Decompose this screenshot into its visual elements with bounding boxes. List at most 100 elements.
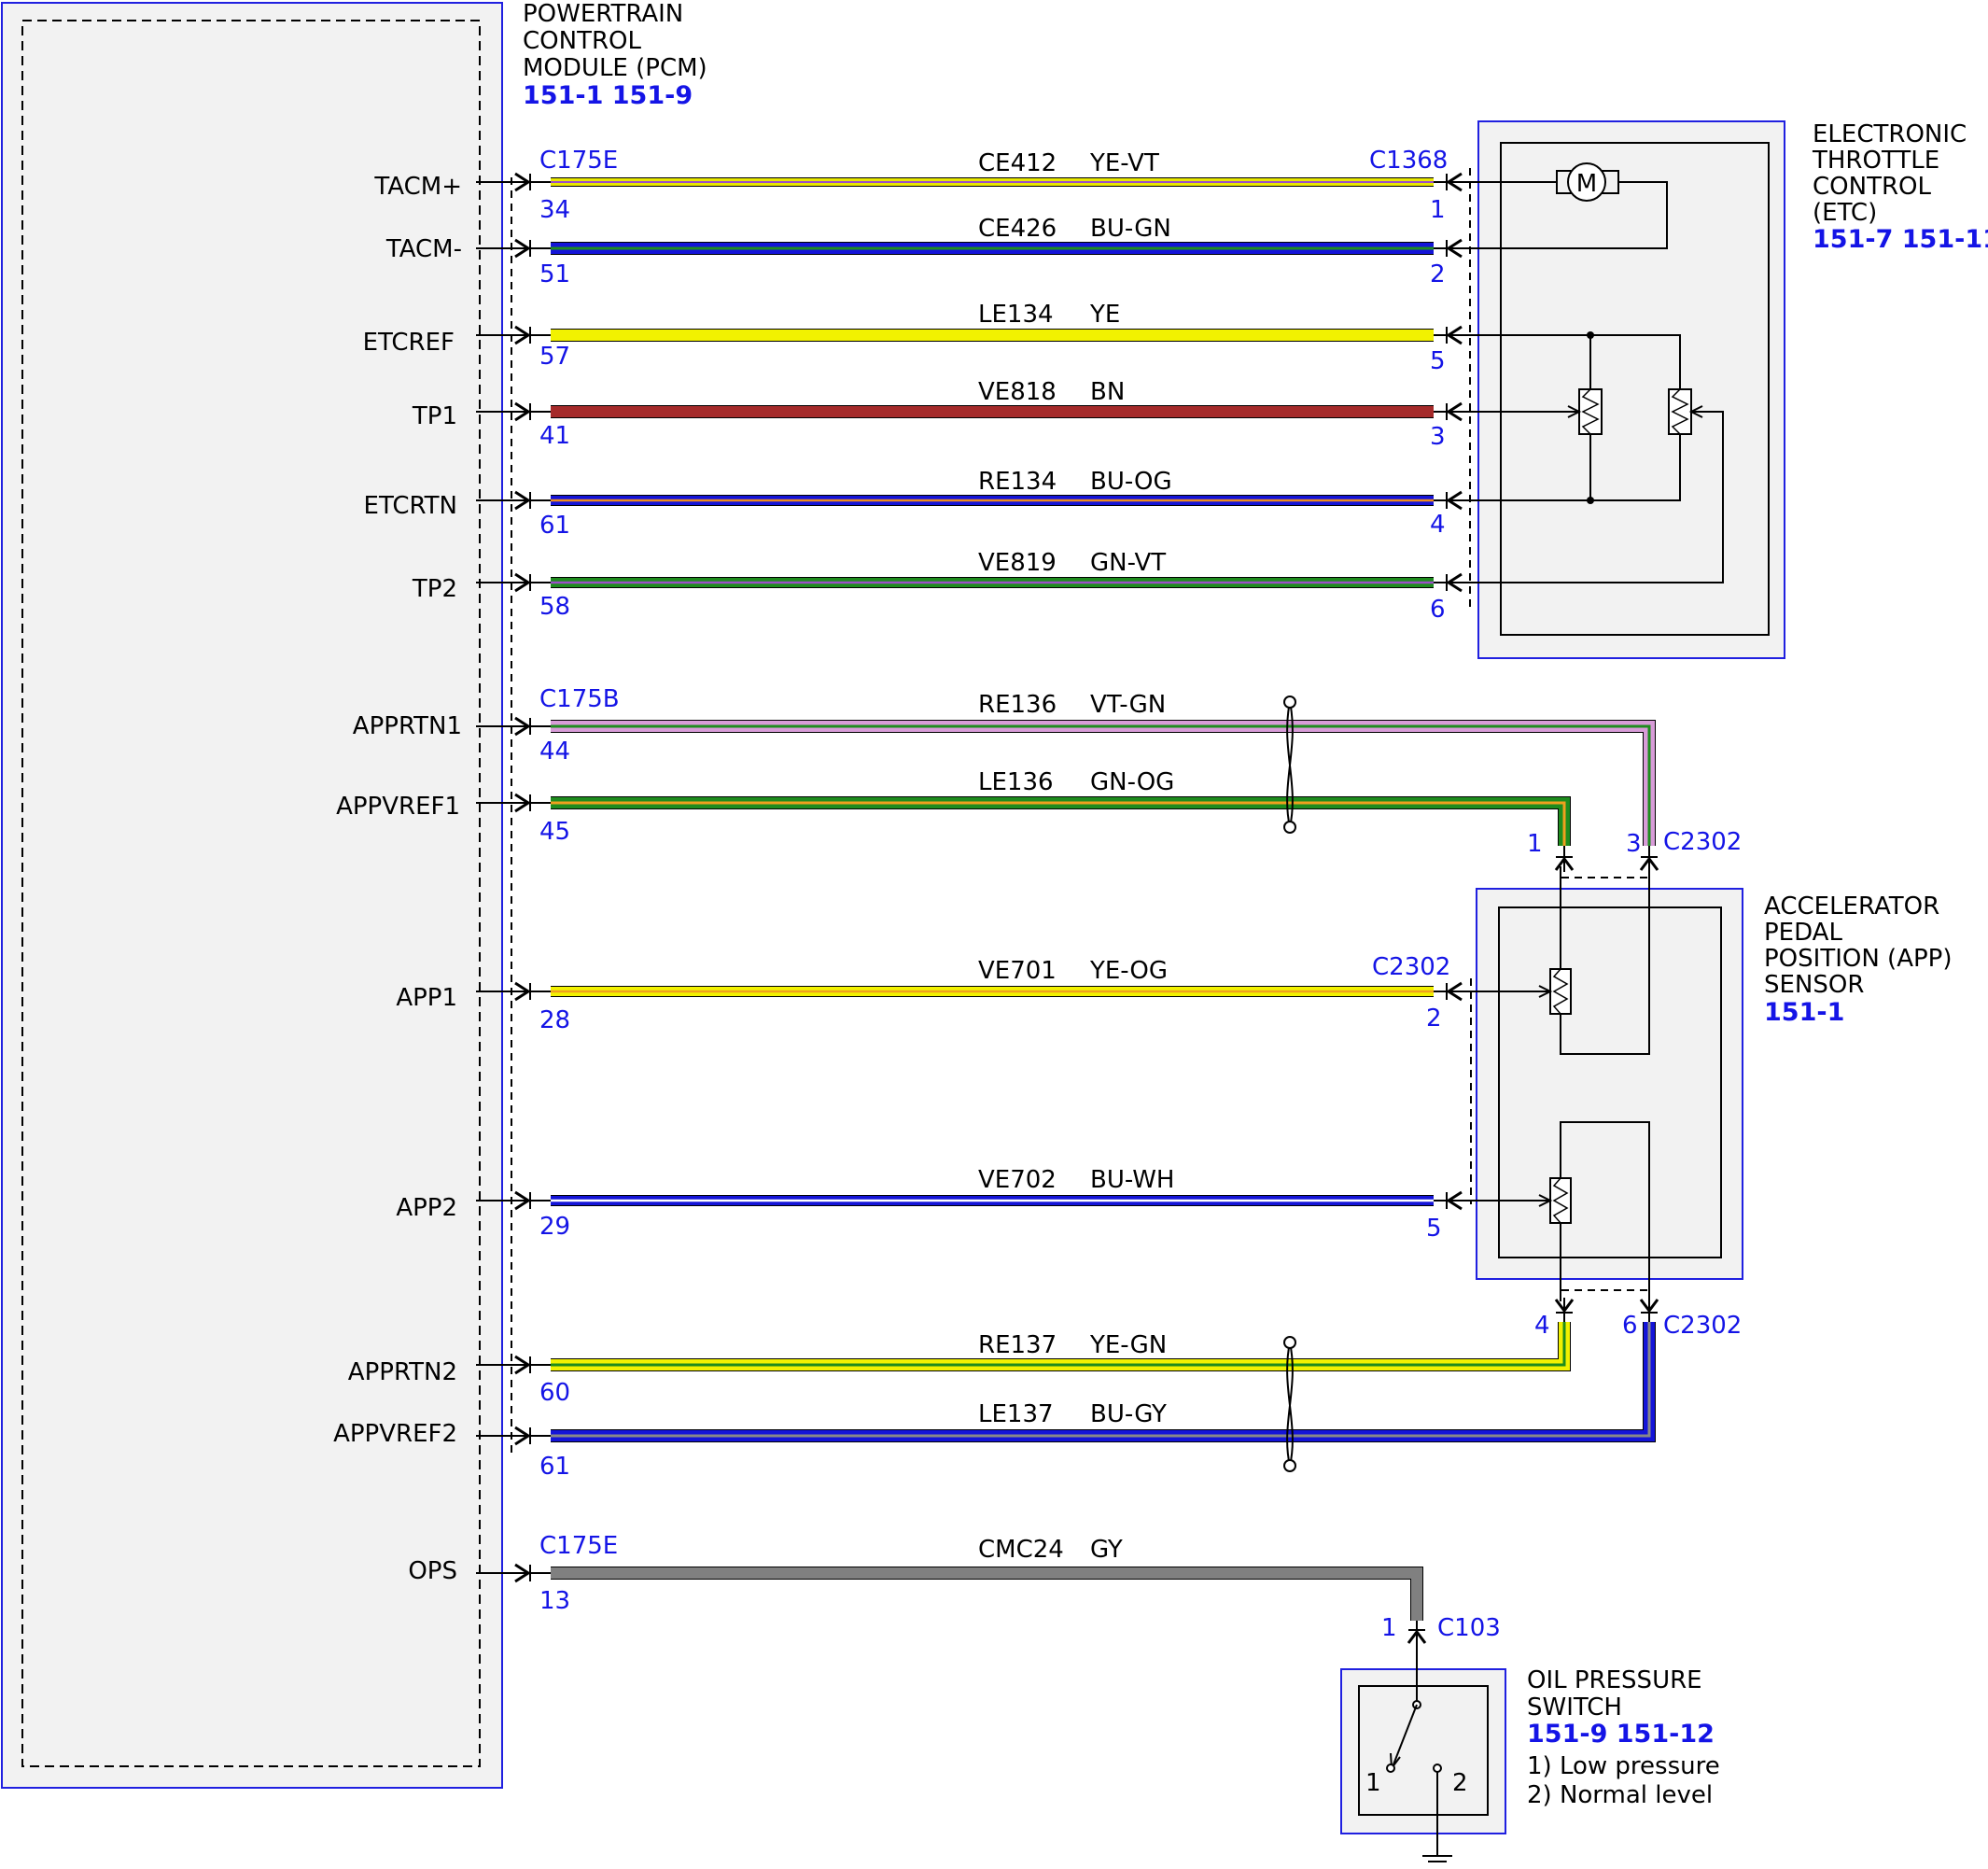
wire-color-le137: BU-GY [1090, 1400, 1167, 1428]
app-title-2: PEDAL [1764, 919, 1842, 947]
wire-color-ve702: BU-WH [1090, 1166, 1174, 1194]
wire-color-ve818: BN [1090, 378, 1125, 406]
connector-c175e: C175E [539, 147, 618, 175]
wire-circuit-cmc24: CMC24 [978, 1536, 1064, 1564]
far-pin-2: 2 [1430, 260, 1446, 288]
wire-group [476, 172, 1659, 1645]
app-inner [1498, 906, 1722, 1258]
pcm-terminal-arrow [476, 1355, 551, 1375]
pcm-pin-58: 58 [539, 593, 570, 621]
far-terminal-arrow [1434, 1190, 1463, 1211]
wire-circuit-re136: RE136 [978, 691, 1057, 719]
wire-color-ce426: BU-GN [1090, 215, 1171, 243]
far-pin-1: 1 [1430, 196, 1446, 224]
etc-inner [1500, 142, 1770, 636]
app-internal [1456, 866, 1650, 1301]
pcm-pin-51: 51 [539, 260, 570, 288]
pin-label-apprtn1: APPRTN1 [353, 712, 462, 740]
ops-title-2: SWITCH [1527, 1693, 1622, 1721]
far-pin-app-3: 3 [1626, 830, 1642, 858]
wire-le137 [551, 1322, 1656, 1442]
far-pin-app-1: 1 [1527, 830, 1543, 858]
far-pin-4: 4 [1430, 511, 1446, 539]
pcm-terminal-arrow [476, 572, 551, 593]
far-terminal-arrow [1554, 846, 1575, 872]
pcm-terminal-arrow [476, 401, 551, 422]
pcm-terminal-arrow [476, 325, 551, 345]
wire-circuit-re134: RE134 [978, 468, 1057, 496]
wire-color-re134: BU-OG [1090, 468, 1172, 496]
far-pin-6: 6 [1430, 596, 1446, 624]
wire-color-le136: GN-OG [1090, 768, 1174, 796]
etc-title-3: CONTROL [1813, 173, 1931, 201]
pcm-terminal-arrow [476, 981, 551, 1002]
motor-icon [1567, 162, 1606, 202]
connector-c1368: C1368 [1369, 147, 1448, 175]
far-terminal-arrow [1434, 572, 1463, 593]
wire-color-ve819: GN-VT [1090, 549, 1166, 577]
far-pin-app-6: 6 [1622, 1312, 1638, 1340]
pcm-pin-29: 29 [539, 1213, 570, 1241]
etc-outline [1477, 120, 1785, 659]
wire-re136 [551, 720, 1656, 846]
far-pin-app-2: 2 [1426, 1005, 1442, 1033]
connector-c2302-bot: C2302 [1663, 1312, 1742, 1340]
connector-c2302-top: C2302 [1663, 828, 1742, 856]
pcm-title-1: POWERTRAIN [523, 0, 683, 28]
pcm-terminal-arrow [476, 1190, 551, 1211]
wire-circuit-ve818: VE818 [978, 378, 1057, 406]
app-title-4: SENSOR [1764, 971, 1864, 999]
connector-c175b: C175B [539, 685, 620, 713]
etc-title-4: (ETC) [1813, 199, 1877, 227]
ops-title-1: OIL PRESSURE [1527, 1666, 1702, 1694]
far-terminal-arrow [1554, 1298, 1575, 1322]
pcm-pin-57: 57 [539, 343, 570, 371]
wire-stripe-color [551, 1322, 1651, 1438]
pcm-pin-60: 60 [539, 1379, 570, 1407]
pcm-pin-numbers: 34 51 57 41 61 58 44 45 28 29 60 61 13 [539, 196, 570, 1615]
far-terminal-arrow [1434, 981, 1463, 1002]
ops-refs: 151-9 151-12 [1527, 1720, 1715, 1749]
wire-circuit-ve702: VE702 [978, 1166, 1057, 1194]
pin-label-tacm-plus: TACM+ [373, 173, 462, 201]
ops-position-2: 2 [1452, 1769, 1468, 1797]
wire-stripe-color [551, 724, 1651, 846]
far-terminal-arrow [1434, 172, 1463, 192]
far-pin-app-4: 4 [1534, 1312, 1550, 1340]
far-pin-3: 3 [1430, 423, 1446, 451]
far-pin-ops-1: 1 [1381, 1614, 1397, 1642]
switch-symbol: 1 2 [1365, 1645, 1468, 1862]
wire-stripe-color [551, 1322, 1566, 1367]
wire-labels: CE412 YE-VT CE426 BU-GN LE134 YE VE818 B… [978, 149, 1174, 1564]
app-title-3: POSITION (APP) [1764, 945, 1952, 973]
pin-label-app1: APP1 [396, 984, 457, 1012]
wire-circuit-le136: LE136 [978, 768, 1054, 796]
wire-color-re137: YE-GN [1089, 1331, 1167, 1359]
wire-color-re136: VT-GN [1090, 691, 1166, 719]
wire-circuit-ve701: VE701 [978, 957, 1057, 985]
pcm-terminal-arrow [476, 716, 551, 737]
pcm-pin-13: 13 [539, 1587, 570, 1615]
wire-re137 [551, 1322, 1571, 1371]
pcm-terminal-arrow [476, 1426, 551, 1446]
wire-circuit-re137: RE137 [978, 1331, 1057, 1359]
far-pin-5: 5 [1430, 347, 1446, 375]
wire-circuit-le137: LE137 [978, 1400, 1054, 1428]
pin-label-appvref2: APPVREF2 [333, 1420, 457, 1448]
tp-sensors [1456, 331, 1724, 583]
app-sensor-component: ACCELERATOR PEDAL POSITION (APP) SENSOR … [1372, 828, 1952, 1340]
pcm-pin-44: 44 [539, 738, 570, 766]
etc-component: ELECTRONIC THROTTLE CONTROL (ETC) 151-7 … [1369, 120, 1988, 659]
far-terminal-arrow [1434, 325, 1463, 345]
wire-color-ce412: YE-VT [1089, 149, 1159, 177]
wire-color-cmc24: GY [1090, 1536, 1123, 1564]
wire-color-ve701: YE-OG [1089, 957, 1168, 985]
pcm-pin-61b: 61 [539, 1453, 570, 1481]
wire-circuit-le134: LE134 [978, 301, 1054, 329]
pcm-title-3: MODULE (PCM) [523, 54, 707, 82]
ops-inner [1358, 1685, 1489, 1816]
connector-c175e-ops: C175E [539, 1532, 618, 1560]
pin-label-tacm-minus: TACM- [385, 235, 462, 263]
pin-label-appvref1: APPVREF1 [336, 793, 460, 821]
pcm-terminal-arrow [476, 1563, 551, 1583]
